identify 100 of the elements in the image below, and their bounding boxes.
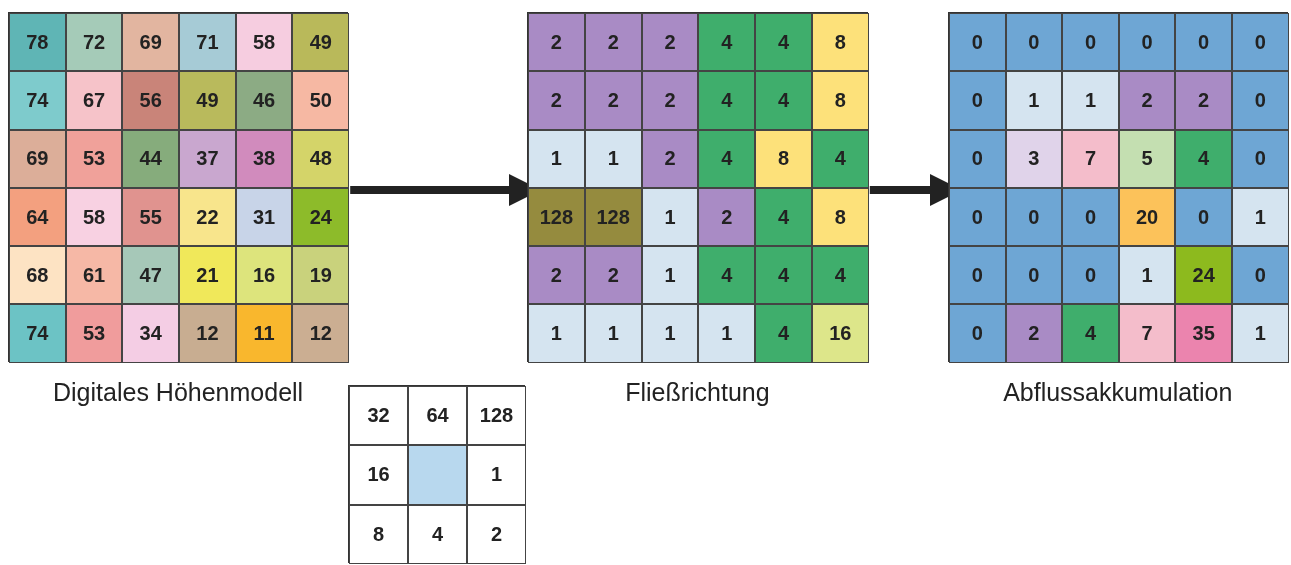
grid-cell: 8 — [812, 71, 869, 130]
grid-cell: 4 — [755, 304, 812, 363]
grid-cell: 53 — [65, 129, 123, 188]
grid-cell: 1 — [641, 246, 699, 305]
grid-cell: 4 — [698, 13, 756, 72]
grid-cell: 2 — [528, 71, 585, 130]
grid-cell: 4 — [1175, 129, 1232, 188]
grid-cell: 0 — [1231, 13, 1289, 72]
grid-cell: 128 — [584, 187, 642, 247]
grid-cell: 38 — [235, 129, 293, 188]
grid-cell: 1 — [1118, 246, 1176, 305]
grid-cell: 0 — [1231, 246, 1289, 305]
grid-cell: 24 — [292, 187, 350, 247]
grid-cell: 55 — [122, 187, 180, 247]
grid-cell: 47 — [122, 246, 180, 305]
grid-cell: 2 — [1118, 71, 1176, 130]
grid-cell: 71 — [179, 13, 236, 72]
grid-cell: 68 — [9, 246, 66, 305]
grid-cell: 31 — [235, 187, 293, 247]
grid-cell: 20 — [1118, 187, 1176, 247]
grid-cell: 0 — [1175, 13, 1232, 72]
grid-cell: 1 — [641, 187, 699, 247]
grid-cell: 16 — [812, 304, 869, 363]
grid-cell: 58 — [235, 13, 293, 72]
grid-cell: 1 — [528, 129, 585, 188]
grid-cell: 48 — [292, 129, 350, 188]
grid-cell: 16 — [235, 246, 293, 305]
grid-cell: 22 — [179, 187, 236, 247]
grid-caption: Abflussakkumulation — [1002, 377, 1234, 407]
grid-cell: 56 — [122, 71, 180, 130]
grid-cell: 2 — [641, 129, 699, 188]
grid-cell: 37 — [179, 129, 236, 188]
grid-cell: 2 — [584, 246, 642, 305]
grid-cell: 53 — [65, 304, 123, 363]
grid-cell: 8 — [812, 187, 869, 247]
grid-cell: 1 — [1231, 187, 1289, 247]
grid-cell: 7 — [1062, 129, 1119, 188]
grid-cell: 4 — [755, 71, 812, 130]
grid-cell: 2 — [467, 504, 526, 564]
grid-cell: 50 — [292, 71, 350, 130]
grid-cell: 4 — [408, 504, 467, 564]
grid-cell: 0 — [1005, 246, 1063, 305]
grid-cell: 2 — [641, 13, 699, 72]
grid-cell: 4 — [1062, 304, 1119, 363]
grid-cell: 4 — [812, 246, 869, 305]
grid-cell: 0 — [1175, 187, 1232, 247]
grid-cell: 12 — [179, 304, 236, 363]
grid-cell: 0 — [949, 71, 1006, 130]
grid-cell: 0 — [949, 187, 1006, 247]
grid-cell: 2 — [698, 187, 756, 247]
grid-cell: 0 — [1062, 246, 1119, 305]
grid-cell: 11 — [235, 304, 293, 363]
grid-cell: 34 — [122, 304, 180, 363]
grid-cell: 7 — [1118, 304, 1176, 363]
grid-cell: 8 — [349, 504, 408, 564]
grid-cell: 67 — [65, 71, 123, 130]
grid-cell: 0 — [1062, 13, 1119, 72]
grid-cell: 64 — [408, 386, 467, 446]
grid-cell: 2 — [641, 71, 699, 130]
grid-cell: 2 — [528, 13, 585, 72]
grid-cell: 128 — [467, 386, 526, 446]
grid-cell: 72 — [65, 13, 123, 72]
grid-cell: 4 — [698, 246, 756, 305]
grid-cell: 74 — [9, 71, 66, 130]
grid-cell: 0 — [1118, 13, 1176, 72]
grid-cell: 0 — [1231, 129, 1289, 188]
grid-caption: Fließrichtung — [624, 377, 771, 407]
grid-cell: 4 — [698, 71, 756, 130]
grid-cell: 4 — [812, 129, 869, 188]
grid-cell: 46 — [235, 71, 293, 130]
grid-cell: 49 — [292, 13, 350, 72]
grid-cell: 0 — [1062, 187, 1119, 247]
grid-cell: 78 — [9, 13, 66, 72]
grid-cell: 4 — [698, 129, 756, 188]
grid-cell: 1 — [1005, 71, 1063, 130]
grid-cell: 0 — [949, 246, 1006, 305]
grid-cell: 2 — [528, 246, 585, 305]
grid-cell: 32 — [349, 386, 408, 446]
grid-cell: 0 — [1005, 13, 1063, 72]
grid-cell: 69 — [122, 13, 180, 72]
grid-cell: 64 — [9, 187, 66, 247]
grid-cell: 24 — [1175, 246, 1232, 305]
grid-cell: 1 — [528, 304, 585, 363]
grid-cell: 8 — [755, 129, 812, 188]
grid-cell: 4 — [755, 187, 812, 247]
grid-cell: 19 — [292, 246, 350, 305]
grid-cell: 128 — [528, 187, 585, 247]
grid-cell: 2 — [1175, 71, 1232, 130]
grid-cell: 1 — [467, 445, 526, 505]
grid-cell: 5 — [1118, 129, 1176, 188]
grid-cell: 61 — [65, 246, 123, 305]
grid-cell: 0 — [1005, 187, 1063, 247]
grid-cell: 21 — [179, 246, 236, 305]
grid-cell: 1 — [584, 304, 642, 363]
grid-cell: 4 — [755, 246, 812, 305]
grid-cell: 3 — [1005, 129, 1063, 188]
grid-cell: 35 — [1175, 304, 1232, 363]
grid-cell: 1 — [641, 304, 699, 363]
grid-cell: 1 — [1231, 304, 1289, 363]
grid-cell: 44 — [122, 129, 180, 188]
